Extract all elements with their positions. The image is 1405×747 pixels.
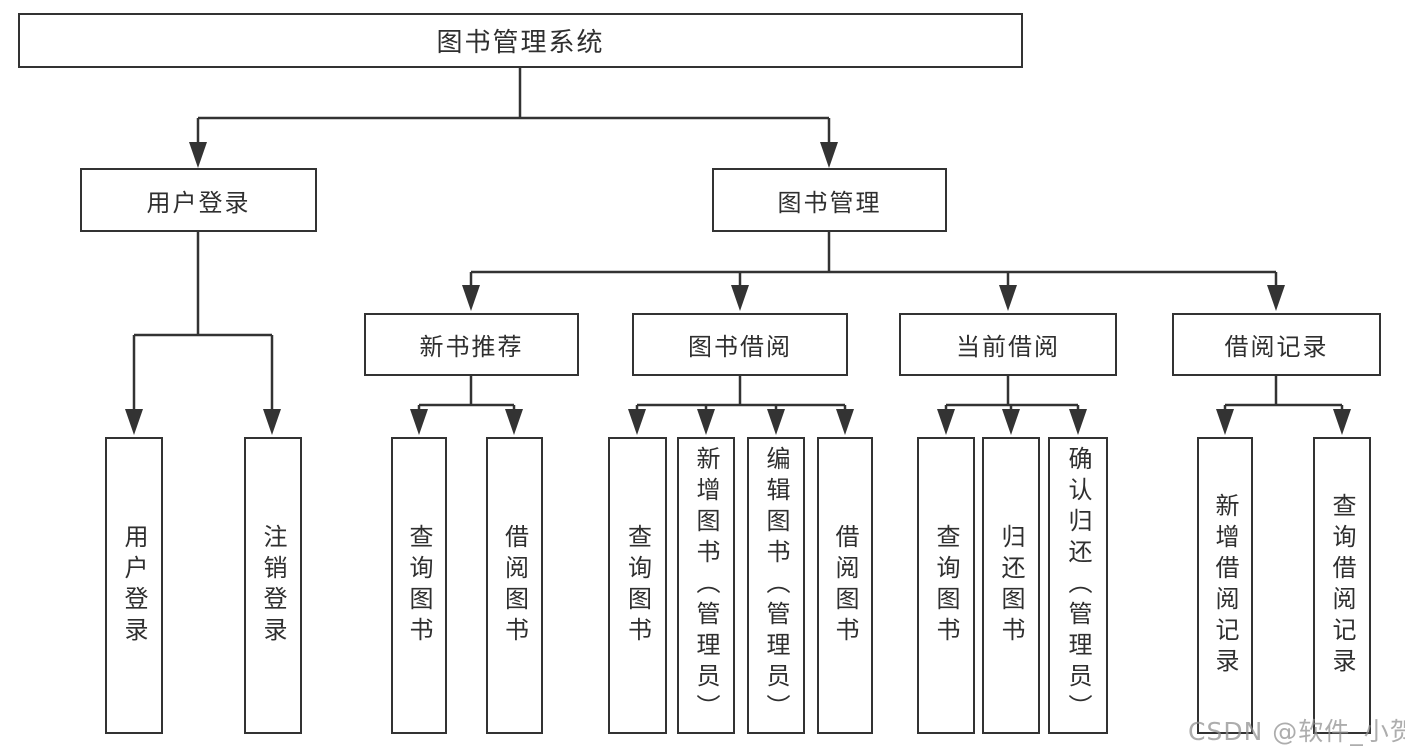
leaf-query-books-1-label: 查询图书 (405, 523, 433, 648)
leaf-edit-books-admin: 编辑图书（管理员） (747, 437, 805, 734)
node-book-borrow: 图书借阅 (632, 313, 848, 376)
node-root: 图书管理系统 (18, 13, 1023, 68)
leaf-borrow-books-2-label: 借阅图书 (831, 523, 859, 648)
node-book-management: 图书管理 (712, 168, 947, 232)
leaf-query-books-2-label: 查询图书 (623, 523, 652, 648)
node-borrow-records-label: 借阅记录 (1224, 333, 1329, 361)
leaf-confirm-return-admin: 确认归还（管理员） (1048, 437, 1108, 734)
leaf-query-borrow-record-label: 查询借阅记录 (1328, 492, 1356, 679)
leaf-logout-label: 注销登录 (259, 523, 287, 648)
node-root-label: 图书管理系统 (436, 28, 605, 58)
leaf-query-borrow-record: 查询借阅记录 (1313, 437, 1371, 734)
node-book-borrow-label: 图书借阅 (688, 333, 792, 361)
leaf-edit-books-admin-label: 编辑图书（管理员） (762, 446, 790, 725)
node-new-book-recommend: 新书推荐 (364, 313, 579, 376)
leaf-borrow-books-2: 借阅图书 (817, 437, 873, 734)
leaf-user-login-label: 用户登录 (120, 523, 148, 648)
leaf-add-books-admin: 新增图书（管理员） (677, 437, 735, 734)
leaf-query-books-3-label: 查询图书 (932, 523, 960, 648)
leaf-logout: 注销登录 (244, 437, 302, 734)
arrowhead-icons (125, 142, 1351, 435)
leaf-query-books-1: 查询图书 (391, 437, 447, 734)
leaf-confirm-return-admin-label: 确认归还（管理员） (1064, 446, 1092, 725)
node-user-login-label: 用户登录 (146, 188, 251, 217)
node-user-login: 用户登录 (80, 168, 317, 232)
leaf-add-borrow-record: 新增借阅记录 (1197, 437, 1253, 734)
leaf-user-login: 用户登录 (105, 437, 163, 734)
leaf-query-books-2: 查询图书 (608, 437, 667, 734)
leaf-borrow-books-1-label: 借阅图书 (500, 523, 529, 648)
node-current-borrow-label: 当前借阅 (956, 333, 1060, 361)
leaf-add-books-admin-label: 新增图书（管理员） (692, 446, 720, 725)
node-new-book-recommend-label: 新书推荐 (419, 333, 524, 361)
node-current-borrow: 当前借阅 (899, 313, 1117, 376)
node-borrow-records: 借阅记录 (1172, 313, 1381, 376)
leaf-return-books-label: 归还图书 (997, 523, 1025, 648)
leaf-add-borrow-record-label: 新增借阅记录 (1211, 492, 1239, 679)
node-book-management-label: 图书管理 (777, 188, 882, 217)
leaf-query-books-3: 查询图书 (917, 437, 975, 734)
leaf-borrow-books-1: 借阅图书 (486, 437, 543, 734)
watermark: CSDN @软件_小贺同学 (1188, 717, 1405, 746)
leaf-return-books: 归还图书 (982, 437, 1040, 734)
